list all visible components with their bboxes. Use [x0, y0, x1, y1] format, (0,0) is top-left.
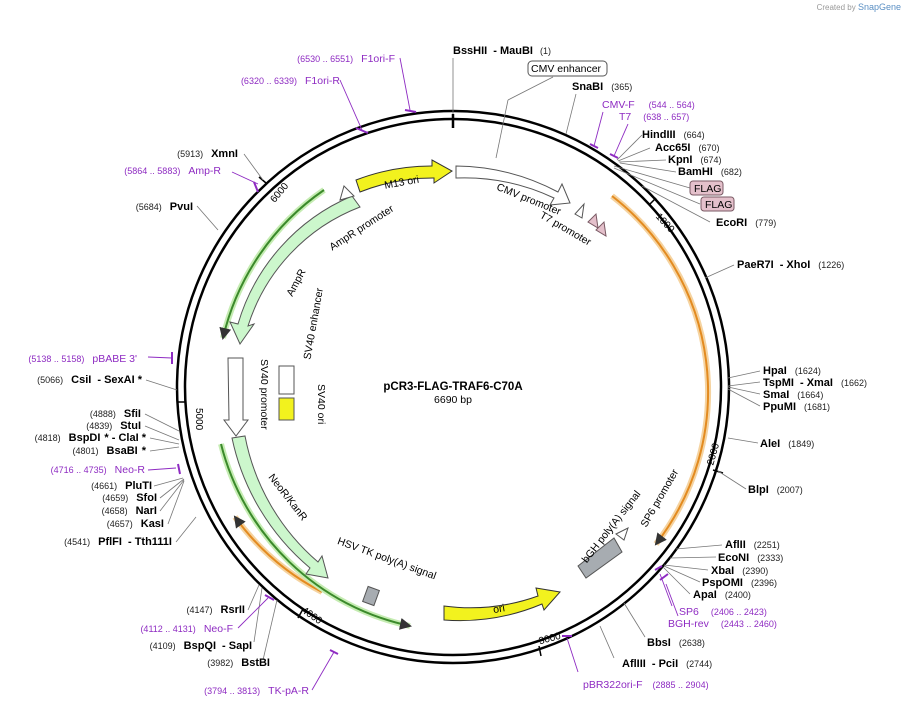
tick-5000: 5000: [177, 401, 204, 431]
enzyme-kasi[interactable]: (4657)KasI: [107, 518, 164, 530]
sv40-enhancer-label: SV40 enhancer: [302, 287, 326, 361]
primer-leaders: [147, 57, 679, 691]
primer-neo-f[interactable]: (4112 .. 4131)Neo-F: [140, 623, 233, 635]
cmv-enhancer-label: CMV enhancer: [531, 63, 602, 75]
m13-ori-label: M13 ori: [383, 174, 420, 192]
sv40-ori-box: [278, 397, 295, 421]
ampr-green-arc: [219, 189, 325, 340]
enzyme-bspdi[interactable]: (4818)BspDI* - ClaI *: [35, 432, 147, 444]
enzyme-smai[interactable]: SmaI(1664): [763, 389, 823, 401]
enzyme-nari[interactable]: (4658)NarI: [102, 505, 157, 517]
primer-pbabe3[interactable]: (5138 .. 5158)pBABE 3': [28, 353, 137, 365]
flag-box-1: [689, 180, 724, 196]
neo-orange-arc: [233, 515, 323, 593]
enzyme-bsshii[interactable]: BssHII- MauBI(1): [453, 45, 551, 57]
enzyme-tspmi[interactable]: TspMI- XmaI(1662): [763, 377, 867, 389]
enzyme-econi[interactable]: EcoNI(2333): [718, 552, 783, 564]
hsv-tk-label: HSV TK poly(A) signal: [336, 535, 438, 582]
cmv-enhancer-box: [527, 60, 608, 77]
enzyme-bsabi[interactable]: (4801)BsaBI*: [73, 445, 147, 457]
enzyme-hpai[interactable]: HpaI(1624): [763, 365, 821, 377]
sv40-promoter-label: SV40 promoter: [258, 359, 270, 430]
enzyme-kpni[interactable]: KpnI(674): [668, 154, 721, 166]
enzyme-stui[interactable]: (4839)StuI: [86, 420, 141, 432]
enzyme-apai[interactable]: ApaI(2400): [693, 589, 751, 601]
neo-green-arc: [220, 443, 412, 630]
m13-ori-arrow: [355, 159, 453, 193]
tick-6000: 6000: [258, 176, 291, 205]
primer-cmv-f[interactable]: CMV-F(544 .. 564): [602, 99, 695, 111]
enzyme-xmni[interactable]: (5913)XmnI: [177, 148, 238, 160]
flag-mark-2: [595, 220, 607, 237]
enzyme-blpi[interactable]: BlpI(2007): [748, 484, 803, 496]
enzyme-csii[interactable]: (5066)CsiI- SexAI *: [37, 374, 143, 386]
sp6-promoter-arrow: [615, 527, 629, 541]
enzyme-pspomi[interactable]: PspOMI(2396): [702, 577, 777, 589]
snapgene-logo: SnapGene: [857, 2, 901, 12]
flag-box-2: [700, 196, 735, 212]
bgh-box: [577, 537, 623, 579]
t7-promoter-arrow: [574, 202, 585, 219]
cmv-promoter-arrow: [455, 165, 571, 206]
enzyme-snabi[interactable]: SnaBI(365): [572, 81, 632, 93]
neor-arrow: [231, 435, 329, 579]
tick-label-5000: 5000: [193, 408, 204, 431]
enzyme-rsrii[interactable]: (4147)RsrII: [187, 604, 245, 616]
tick-1000: 1000: [649, 197, 677, 236]
t7-promoter-label: T7 promoter: [538, 209, 594, 248]
plasmid-size: 6690 bp: [434, 394, 472, 406]
enzyme-bstbi[interactable]: (3982)BstBI: [207, 657, 270, 669]
enzyme-pflfi[interactable]: (4541)PflFI- Tth111I: [64, 536, 172, 548]
plasmid-name: pCR3-FLAG-TRAF6-C70A: [383, 381, 522, 393]
primer-amp-r[interactable]: (5864 .. 5883)Amp-R: [124, 165, 221, 177]
enzyme-sfoi[interactable]: (4659)SfoI: [102, 492, 157, 504]
enzyme-aflii[interactable]: AflII(2251): [725, 539, 780, 551]
snapgene-credit: Created by SnapGene: [817, 2, 901, 12]
enzyme-bamhi[interactable]: BamHI(682): [678, 166, 742, 178]
primer-tk-pa-r[interactable]: (3794 .. 3813)TK-pA-R: [204, 685, 309, 697]
enzyme-afliii[interactable]: AflIII- PciI(2744): [622, 658, 712, 670]
primer-t7[interactable]: T7(638 .. 657): [619, 111, 689, 123]
flag-mark-1: [587, 212, 599, 229]
enzyme-leaders: [144, 58, 761, 661]
enzyme-ecori[interactable]: EcoRI(779): [716, 217, 776, 229]
tick-label-6000: 6000: [268, 181, 291, 205]
tick-3000: 3000: [538, 631, 562, 657]
enzyme-acc65i[interactable]: Acc65I(670): [655, 142, 720, 154]
enzyme-xbai[interactable]: XbaI(2390): [711, 565, 768, 577]
primer-neo-r[interactable]: (4716 .. 4735)Neo-R: [51, 464, 146, 476]
primer-f1ori-r[interactable]: (6320 .. 6339)F1ori-R: [241, 75, 340, 87]
enzyme-sfii[interactable]: (4888)SfiI: [90, 408, 141, 420]
enzyme-paer7i[interactable]: PaeR7I- XhoI(1226): [737, 259, 844, 271]
sv40-ori-label: SV40 ori: [315, 384, 327, 424]
enzyme-alei[interactable]: AleI(1849): [760, 438, 814, 450]
flag-label-2: FLAG: [705, 199, 732, 211]
ori-label: ori: [492, 602, 506, 616]
flag-label-1: FLAG: [694, 183, 721, 195]
enzyme-hindiii[interactable]: HindIII(664): [642, 129, 705, 141]
sv40-enhancer-box: [278, 365, 295, 395]
ampr-promoter-arrow: [339, 185, 355, 201]
primer-f1ori-f[interactable]: (6530 .. 6551)F1ori-F: [297, 53, 395, 65]
enzyme-pvui[interactable]: (5684)PvuI: [136, 201, 193, 213]
primer-pbr322ori-f[interactable]: pBR322ori-F(2885 .. 2904): [583, 679, 709, 691]
hsv-tk-box: [361, 585, 381, 607]
enzyme-pluti[interactable]: (4661)PluTI: [91, 480, 152, 492]
orf-arc: [611, 195, 709, 546]
enzyme-bspqi[interactable]: (4109)BspQI- SapI: [150, 640, 252, 652]
ampr-arrow: [229, 195, 361, 346]
primer-sp6[interactable]: SP6(2406 .. 2423): [679, 606, 767, 618]
ampr-label: AmpR: [284, 267, 308, 299]
ori-arrow: [443, 587, 561, 622]
enzyme-bbsi[interactable]: BbsI(2638): [647, 637, 705, 649]
enzyme-ppumi[interactable]: PpuMI(1681): [763, 401, 830, 413]
primer-bgh-rev[interactable]: BGH-rev(2443 .. 2460): [668, 618, 777, 630]
created-by: Created by: [816, 3, 856, 12]
sv40-promoter-arrow: [223, 357, 249, 437]
